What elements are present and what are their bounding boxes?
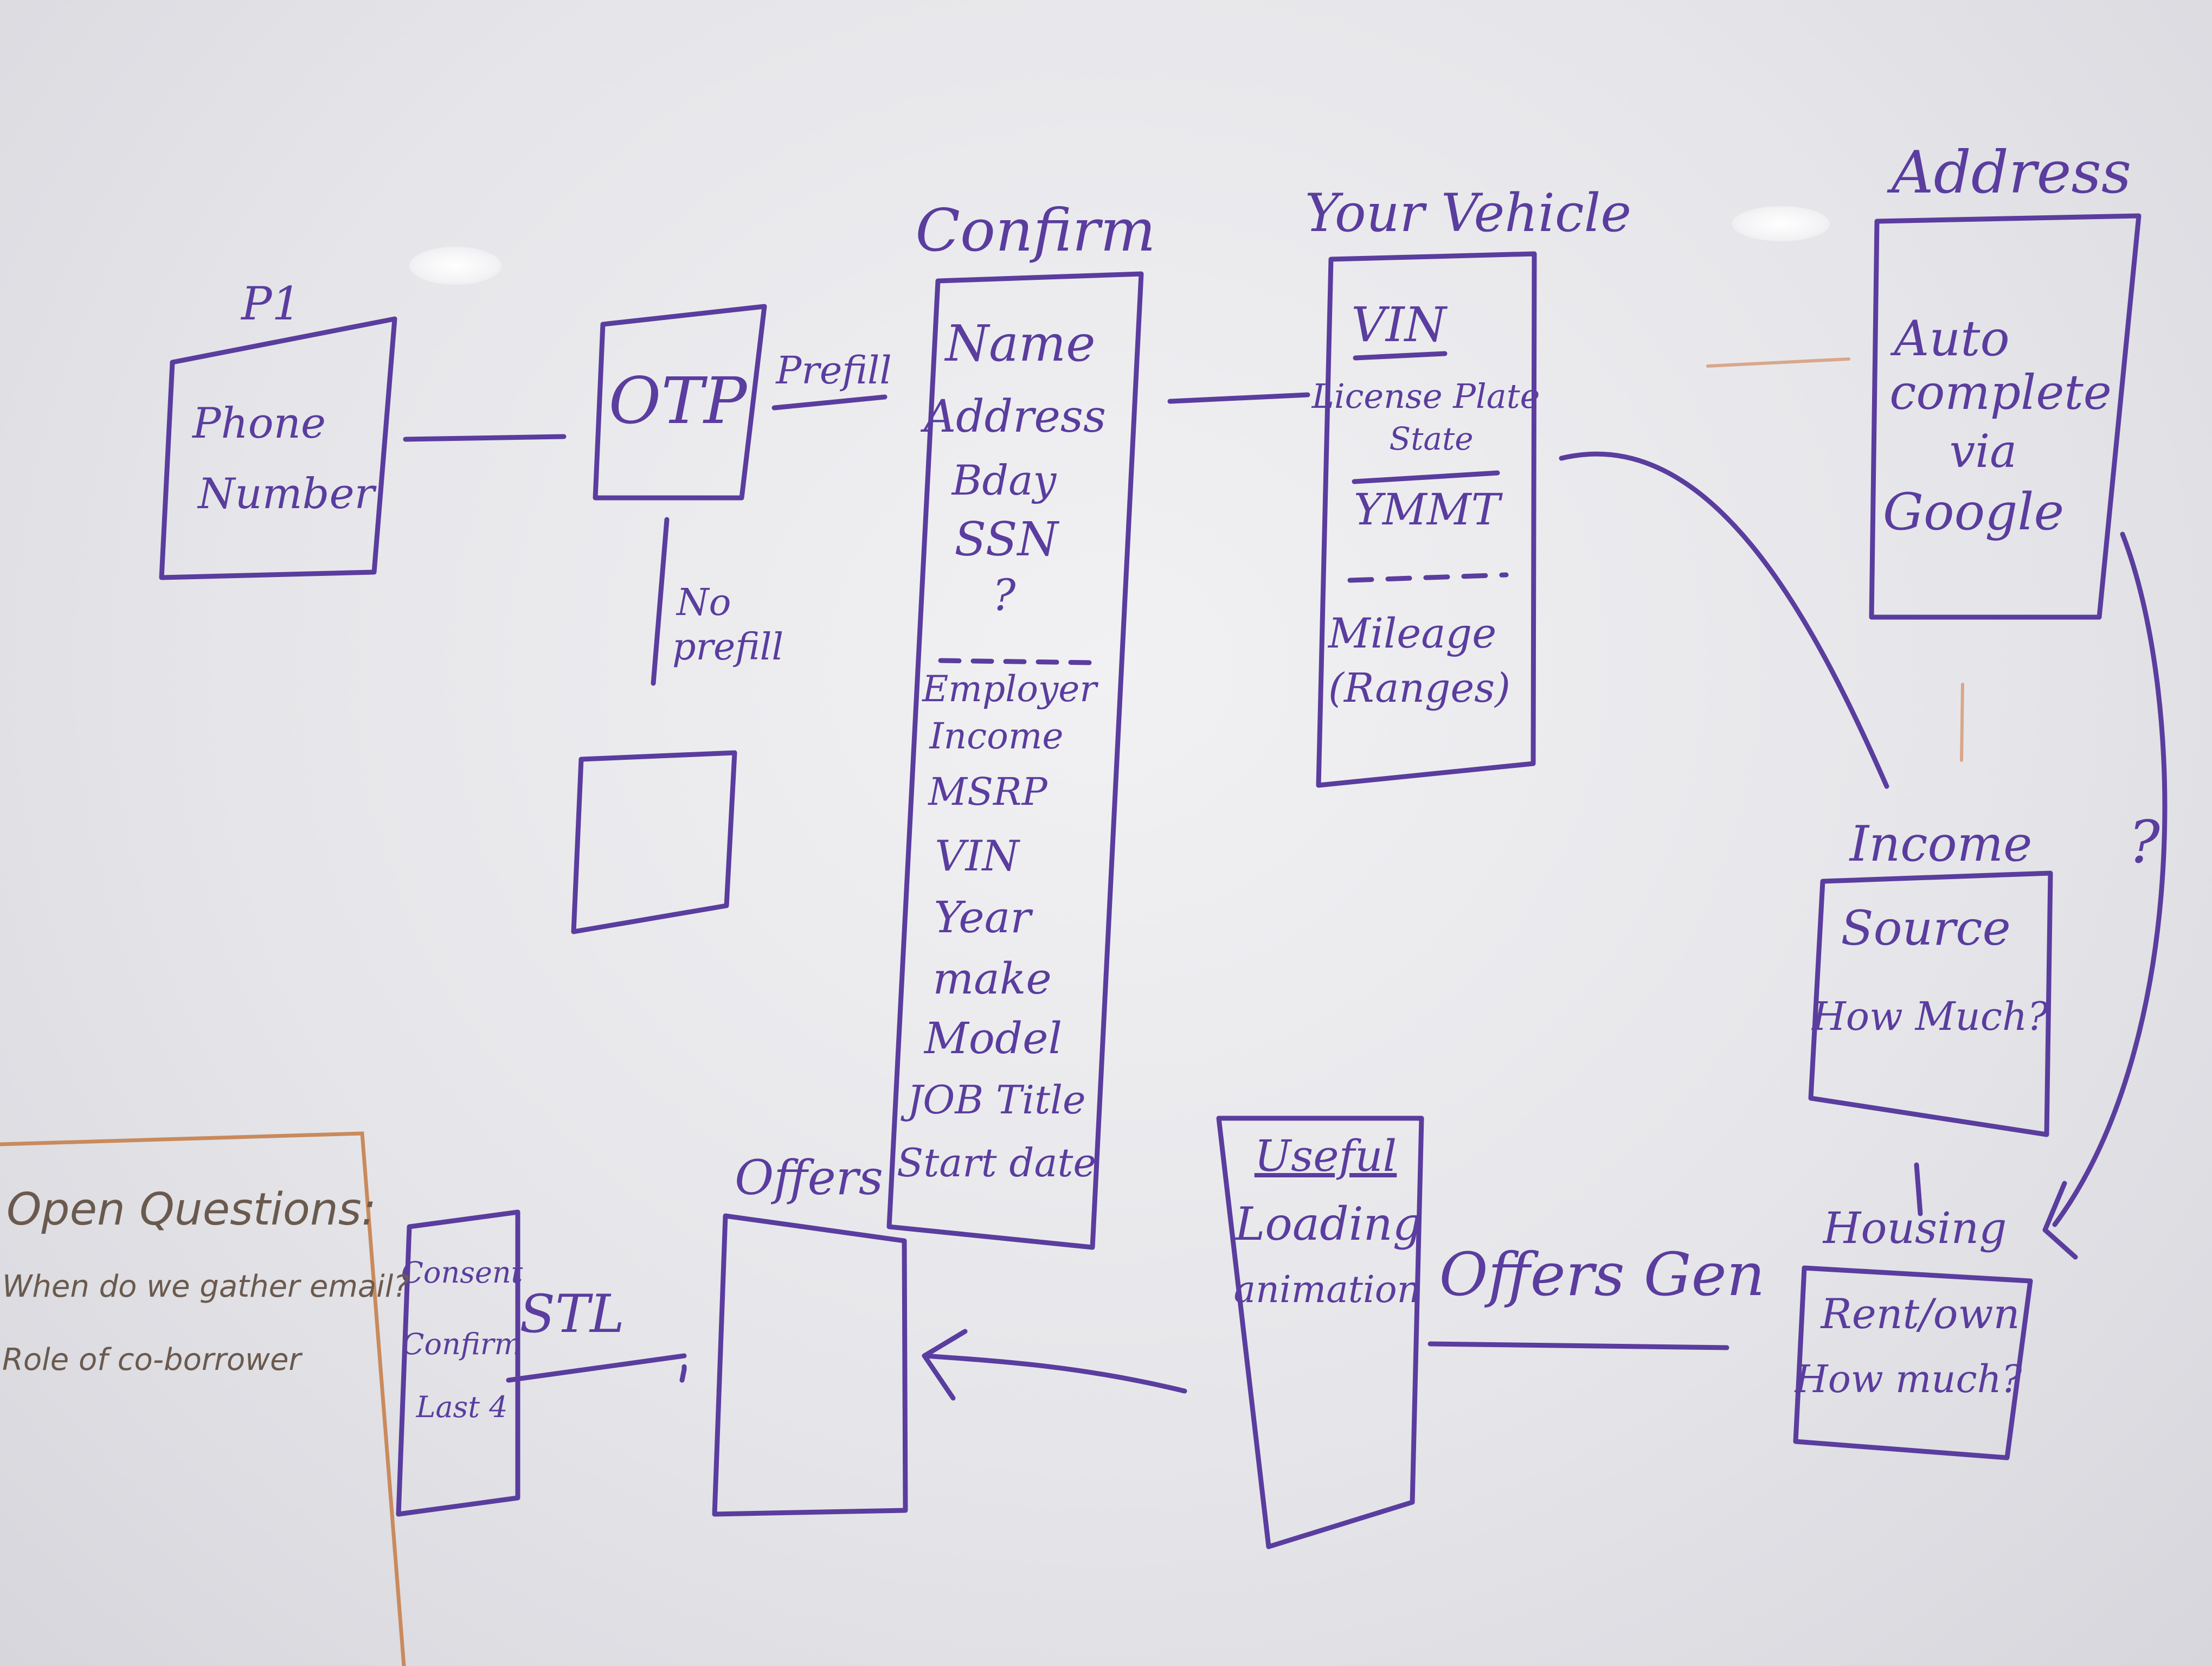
housing-title: Housing <box>1823 1203 2007 1253</box>
income-field: Source <box>1841 900 2011 956</box>
open-question-item: When do we gather email? <box>2 1269 410 1304</box>
no-prefill-label: prefill <box>672 626 784 669</box>
confirm-field: VIN <box>935 832 1019 881</box>
connector-line <box>1427 1341 1729 1350</box>
address-title: Address <box>1891 139 2132 207</box>
confirm-field: JOB Title <box>907 1077 1086 1123</box>
income-title: Income <box>1849 816 2033 873</box>
confirm-field: Income <box>929 715 1064 757</box>
confirm-screen-box <box>886 271 1144 1250</box>
vehicle-divider <box>1352 470 1500 484</box>
confirm-field: Address <box>923 391 1107 443</box>
confirm-field: Year <box>934 892 1031 943</box>
address-line: complete <box>1889 364 2112 420</box>
connector-arrow <box>922 1353 1187 1394</box>
loading-line: Useful <box>1254 1131 1397 1181</box>
open-questions-title: Open Questions: <box>7 1184 377 1235</box>
housing-field: Rent/own <box>1821 1290 2020 1338</box>
orange-stray-mark <box>1706 357 1850 368</box>
ceiling-light-reflection <box>1732 206 1830 241</box>
connector-line <box>651 517 670 686</box>
arrow-head <box>2042 1181 2078 1260</box>
vehicle-field: YMMT <box>1354 484 1500 535</box>
confirm-field: SSN <box>954 512 1058 567</box>
ceiling-light-reflection <box>409 247 501 285</box>
connector-line <box>1914 1162 1923 1216</box>
vehicle-field: (Ranges) <box>1328 665 1511 712</box>
loading-screen-box <box>1216 1116 1424 1549</box>
open-question-item: Role of co-borrower <box>2 1342 301 1377</box>
p1-screen-box <box>159 316 397 580</box>
address-screen-box <box>1869 213 2142 620</box>
orange-stray-mark <box>1960 683 1964 762</box>
blank-screen-box <box>571 750 737 934</box>
question-mark: ? <box>2129 809 2160 876</box>
p1-title: P1 <box>241 277 301 330</box>
vehicle-field: Mileage <box>1328 609 1497 657</box>
vehicle-field: VIN <box>1351 297 1446 353</box>
connector-line <box>771 394 888 411</box>
connector-curve <box>1559 451 1889 789</box>
confirm-field: Start date <box>897 1140 1096 1186</box>
p1-line: Number <box>198 470 375 518</box>
confirm-field: Employer <box>922 668 1097 710</box>
vehicle-field: License Plate <box>1311 376 1540 416</box>
confirm-field: MSRP <box>928 770 1047 814</box>
offers-gen-label: Offers Gen <box>1439 1240 1765 1309</box>
vehicle-divider <box>1347 572 1509 583</box>
stl-screen-box <box>396 1209 520 1517</box>
connector-line <box>1167 392 1310 404</box>
vehicle-divider <box>1353 351 1448 361</box>
income-field: How Much? <box>1811 994 2049 1039</box>
address-line: via <box>1949 425 2017 478</box>
otp-screen-box <box>593 304 767 501</box>
otp-label: OTP <box>608 363 747 438</box>
stl-label: STL <box>519 1284 625 1344</box>
confirm-field: Model <box>924 1013 1063 1063</box>
arrow-head <box>922 1329 968 1401</box>
confirm-title: Confirm <box>915 197 1156 265</box>
income-screen-box <box>1808 870 2053 1137</box>
confirm-field: make <box>933 953 1052 1004</box>
address-line: Google <box>1882 483 2065 542</box>
prefill-label: Prefill <box>776 348 892 393</box>
housing-screen-box <box>1793 1265 2033 1460</box>
vehicle-title: Your Vehicle <box>1304 183 1632 244</box>
confirm-field: Name <box>945 315 1096 373</box>
no-prefill-label: No <box>677 581 731 624</box>
offers-screen-box <box>712 1213 908 1517</box>
loading-line: Loading <box>1234 1197 1422 1251</box>
confirm-field: ? <box>992 570 1016 620</box>
confirm-field: Bday <box>951 456 1057 504</box>
address-line: Auto <box>1894 310 2010 367</box>
connector-arrow <box>2052 531 2168 1227</box>
confirm-divider <box>938 658 1098 665</box>
stl-line: Confirm <box>402 1327 522 1361</box>
connector-line <box>506 1353 687 1383</box>
p1-line: Phone <box>192 399 326 448</box>
offers-title: Offers <box>735 1150 883 1206</box>
vehicle-field: State <box>1389 420 1474 457</box>
connector-line <box>403 434 567 442</box>
stl-line: Consent <box>401 1255 523 1290</box>
loading-line: animation <box>1233 1268 1421 1311</box>
housing-field: How much? <box>1795 1357 2022 1401</box>
open-questions-frame <box>0 1131 406 1666</box>
vehicle-screen-box <box>1316 251 1537 788</box>
stl-line: Last 4 <box>416 1390 508 1424</box>
